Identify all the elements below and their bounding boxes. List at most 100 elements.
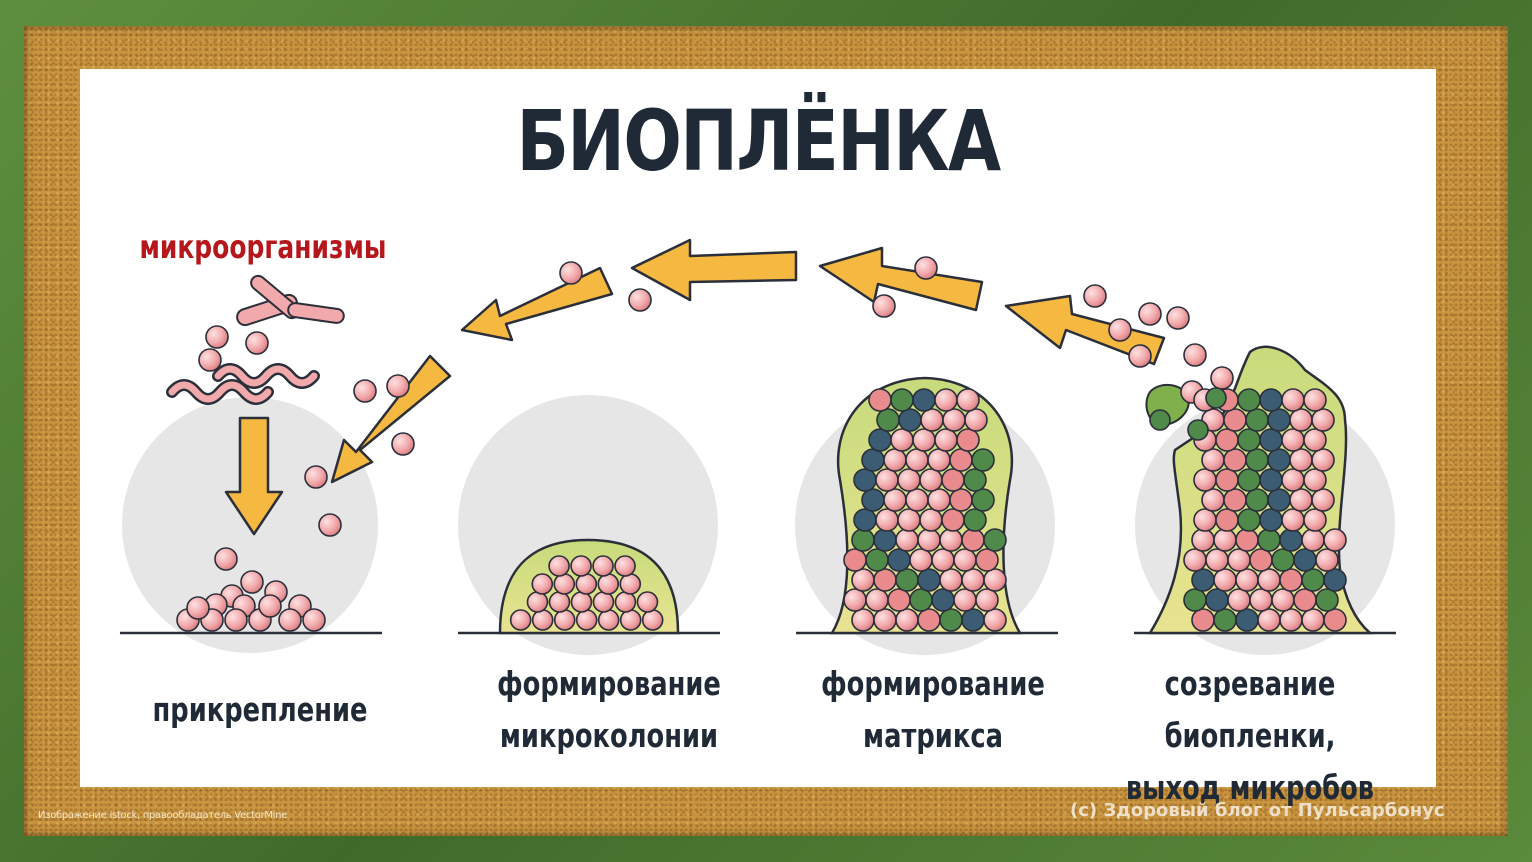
coccus-cell (861, 488, 885, 512)
coccus-cell (956, 388, 980, 412)
coccus-cell (861, 448, 885, 472)
arrow-left-2-icon (630, 238, 798, 302)
coccus-cell (909, 548, 933, 572)
coccus-cell (548, 555, 570, 577)
coccus-cell (526, 591, 549, 613)
coccus-cell (597, 609, 620, 631)
coccus-cell (843, 588, 867, 612)
coccus-cell (975, 588, 999, 612)
coccus-cell (912, 428, 936, 452)
coccus-cell (1215, 508, 1239, 532)
blog-credit: (c) Здоровый блог от Пульсарбонус (1070, 800, 1445, 821)
coccus-cell (898, 408, 922, 432)
coccus-cell (1210, 366, 1234, 390)
coccus-cell (1281, 388, 1305, 412)
coccus-cell (1289, 488, 1313, 512)
coccus-cell (1257, 568, 1281, 592)
stage-label-microcolony: формирование микроколонии (497, 664, 721, 755)
coccus-cell (890, 388, 914, 412)
coccus-cell (1267, 488, 1291, 512)
coccus-cell (1215, 468, 1239, 492)
page-title: БИОПЛЁНКА (516, 92, 1001, 190)
coccus-cell (956, 428, 980, 452)
coccus-cell (575, 573, 598, 595)
coccus-cell (548, 591, 571, 613)
coccus-cell (1315, 548, 1339, 572)
coccus-cell (1279, 568, 1303, 592)
coccus-cell (1303, 428, 1327, 452)
coccus-cell (917, 528, 941, 552)
coccus-cell (386, 374, 410, 398)
microorganisms-label: микроорганизмы (139, 228, 387, 266)
coccus-cell (963, 508, 987, 532)
coccus-cell (1245, 448, 1269, 472)
coccus-cell (597, 573, 620, 595)
coccus-cell (883, 488, 907, 512)
coccus-cell (961, 528, 985, 552)
coccus-cell (895, 568, 919, 592)
coccus-cell (983, 528, 1007, 552)
coccus-cell (1191, 568, 1215, 592)
coccus-cell (1213, 568, 1237, 592)
coccus-cell (1323, 608, 1347, 632)
coccus-cell (865, 548, 889, 572)
coccus-cell (1267, 448, 1291, 472)
coccus-cell (531, 609, 554, 631)
coccus-cell (1183, 548, 1207, 572)
coccus-cell (1205, 588, 1229, 612)
coccus-cell (1149, 409, 1171, 431)
coccus-cell (1223, 408, 1247, 432)
coccus-cell (1257, 608, 1281, 632)
coccus-cell (1205, 548, 1229, 572)
coccus-cell (919, 508, 943, 532)
coccus-cell (391, 432, 415, 456)
coccus-cell (1289, 448, 1313, 472)
coccus-cell (553, 609, 576, 631)
coccus-cell (1128, 344, 1152, 368)
coccus-cell (853, 468, 877, 492)
coccus-cell (873, 608, 897, 632)
coccus-cell (934, 388, 958, 412)
coccus-cell (1301, 528, 1325, 552)
coccus-cell (1237, 428, 1261, 452)
coccus-cell (1293, 588, 1317, 612)
coccus-cell (1281, 508, 1305, 532)
coccus-cell (1259, 428, 1283, 452)
coccus-cell (628, 288, 652, 312)
coccus-cell (1227, 588, 1251, 612)
coccus-cell (1223, 448, 1247, 472)
coccus-cell (1279, 528, 1303, 552)
coccus-cell (614, 555, 636, 577)
coccus-cell (1205, 387, 1227, 409)
coccus-cell (919, 468, 943, 492)
coccus-cell (1083, 284, 1107, 308)
coccus-cell (983, 608, 1007, 632)
coccus-cell (1249, 548, 1273, 572)
coccus-cell (872, 294, 896, 318)
coccus-cell (883, 448, 907, 472)
coccus-cell (1311, 448, 1335, 472)
coccus-cell (240, 570, 264, 594)
coccus-cell (1289, 408, 1313, 432)
coccus-cell (1311, 488, 1335, 512)
coccus-cell (931, 548, 955, 572)
coccus-cell (868, 388, 892, 412)
coccus-cell (509, 609, 532, 631)
coccus-cell (961, 568, 985, 592)
coccus-cell (1237, 508, 1261, 532)
coccus-cell (1213, 608, 1237, 632)
coccus-cell (1301, 568, 1325, 592)
coccus-cell (1249, 588, 1273, 612)
coccus-cell (531, 573, 554, 595)
coccus-cell (1311, 408, 1335, 432)
coccus-cell (1237, 468, 1261, 492)
coccus-cell (1235, 528, 1259, 552)
coccus-cell (971, 448, 995, 472)
coccus-cell (941, 508, 965, 532)
coccus-cell (843, 548, 867, 572)
coccus-cell (302, 608, 326, 632)
coccus-cell (636, 591, 659, 613)
coccus-cell (304, 465, 328, 489)
coccus-cell (917, 568, 941, 592)
coccus-cell (905, 448, 929, 472)
